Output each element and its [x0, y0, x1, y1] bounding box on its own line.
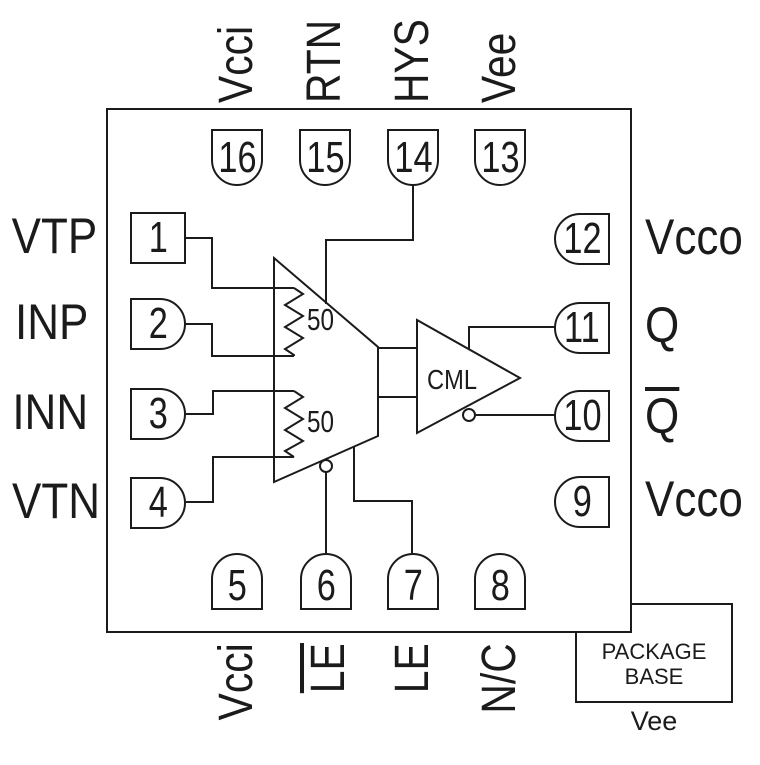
qbar-invert-bubble — [462, 408, 476, 422]
package-base-line1: PACKAGE — [601, 639, 707, 664]
label-vtn: VTN — [12, 473, 100, 529]
pin-2-number: 2 — [148, 299, 168, 348]
pin-11: 11 — [554, 302, 610, 354]
pin-6: 6 — [300, 553, 352, 610]
pin-3: 3 — [130, 388, 186, 440]
package-base-line2: BASE — [624, 664, 684, 689]
pin-14: 14 — [387, 129, 439, 186]
pin-11-number: 11 — [564, 303, 600, 352]
net-inp — [186, 323, 294, 357]
label-vcco-9: Vcco — [645, 471, 743, 527]
pin-7: 7 — [387, 553, 439, 610]
pin-3-number: 3 — [148, 389, 168, 438]
net-vtn — [186, 456, 294, 503]
pin-7-number: 7 — [403, 561, 423, 610]
latch-invert-bubble — [319, 459, 333, 473]
label-inn: INN — [12, 384, 88, 440]
pin-15: 15 — [299, 129, 351, 186]
pin-12-number: 12 — [562, 214, 602, 263]
pin-16: 16 — [211, 129, 263, 186]
label-lebar: LE — [300, 643, 355, 693]
label-vee-top: Vee — [473, 32, 526, 103]
label-vcco-12: Vcco — [645, 209, 743, 265]
label-vtp: VTP — [11, 208, 98, 264]
label-hys: HYS — [386, 19, 439, 103]
resistor-r2 — [283, 390, 305, 458]
resistor-r1 — [283, 287, 305, 356]
pin-13: 13 — [474, 129, 526, 186]
pin-15-number: 15 — [305, 132, 345, 182]
cml-label: CML — [427, 364, 477, 395]
pin-12: 12 — [554, 213, 610, 265]
pin-6-number: 6 — [316, 561, 336, 610]
pin-1-number: 1 — [148, 213, 168, 262]
net-inn — [186, 390, 294, 415]
comparator-output-lines — [378, 347, 417, 398]
pin-2: 2 — [130, 298, 186, 350]
label-qbar: Q — [645, 387, 680, 444]
pin-5: 5 — [211, 553, 263, 610]
pin-9: 9 — [554, 476, 610, 528]
pin-1: 1 — [130, 212, 186, 264]
pin-14-number: 14 — [393, 132, 433, 182]
pin-9-number: 9 — [572, 477, 592, 526]
label-inp: INP — [14, 294, 88, 350]
label-nc: N/C — [473, 643, 526, 714]
net-le — [353, 446, 413, 553]
pin-16-number: 16 — [217, 132, 257, 182]
pin-10-number: 10 — [562, 391, 602, 440]
resistor-value-bottom: 50 — [307, 404, 334, 439]
label-vcci-bottom: Vcci — [210, 643, 263, 721]
resistor-value-top: 50 — [307, 302, 334, 337]
pin-8-number: 8 — [490, 561, 510, 610]
label-le: LE — [386, 643, 439, 693]
pin-5-number: 5 — [227, 561, 247, 610]
label-rtn: RTN — [298, 19, 351, 103]
pin-13-number: 13 — [480, 132, 520, 182]
package-base-label: PACKAGE BASE — [575, 639, 733, 689]
label-q: Q — [645, 297, 680, 353]
label-vee-package-base: Vee — [630, 706, 678, 736]
label-vcci-top: Vcci — [210, 25, 263, 103]
pin-8: 8 — [474, 553, 526, 610]
pin-4-number: 4 — [148, 478, 168, 527]
pin-10: 10 — [554, 390, 610, 442]
net-vtp — [186, 237, 294, 289]
pin-4: 4 — [130, 477, 186, 529]
net-q — [468, 326, 554, 349]
net-hys — [325, 186, 414, 304]
